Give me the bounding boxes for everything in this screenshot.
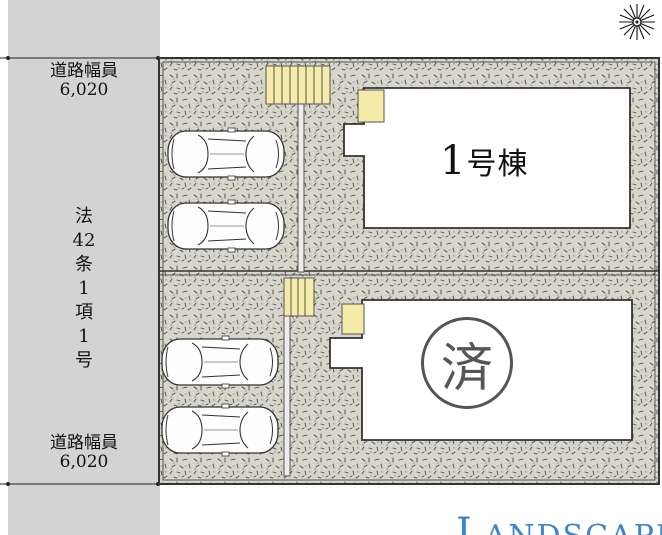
parking-car [167, 199, 285, 253]
road-law-char: 号 [75, 350, 93, 371]
road-law-char: 項 [75, 302, 93, 323]
walkway [283, 315, 291, 477]
road-width-label-top: 道路幅員 6,020 [8, 62, 160, 100]
logo-initial: L [456, 510, 485, 535]
road-law-char: 条 [75, 254, 93, 275]
logo: LANDSCAPE [456, 510, 662, 535]
road-law-char: 法 [75, 206, 93, 227]
compass-star-icon [619, 4, 655, 40]
entrance-porch [341, 303, 365, 335]
road-law-label: 法 42 条 1 項 1 号 [8, 205, 160, 373]
sold-stamp: 済 [421, 317, 513, 409]
parking-car [161, 403, 279, 457]
road-law-char: 1 [78, 278, 90, 299]
road-law-char: 42 [72, 230, 96, 251]
logo-rest: ANDSCAPE [485, 519, 662, 535]
road [8, 0, 160, 535]
parking-car [161, 335, 279, 389]
road-width-value: 6,020 [59, 80, 109, 100]
stairs [283, 277, 315, 317]
road-width-title: 道路幅員 [50, 61, 118, 81]
building-suffix: 号棟 [466, 147, 529, 182]
building-number: 1 [440, 138, 467, 184]
parking-car [167, 127, 285, 181]
entrance-porch [357, 89, 385, 123]
road-width-label-bottom: 道路幅員 6,020 [8, 434, 160, 472]
road-width-value: 6,020 [59, 452, 109, 472]
walkway [297, 103, 305, 273]
road-width-title: 道路幅員 [50, 433, 118, 453]
stairs [265, 65, 331, 105]
building-1 [343, 87, 631, 229]
sold-stamp-text: 済 [440, 338, 493, 399]
road-law-char: 1 [78, 326, 90, 347]
building-1-label: 1号棟 [440, 138, 528, 184]
